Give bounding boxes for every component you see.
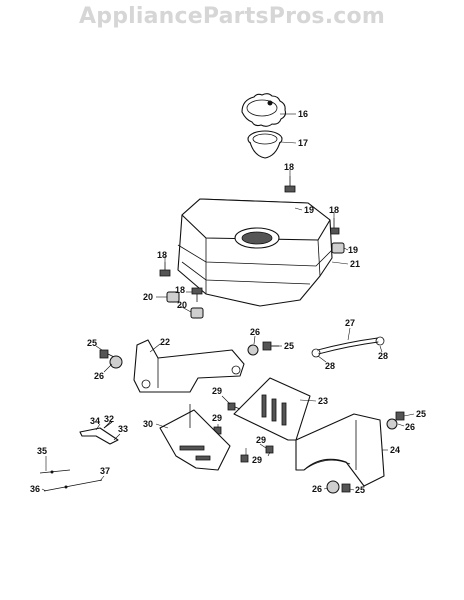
- callout-25: 25: [284, 341, 294, 351]
- bolt-part[interactable]: [341, 483, 351, 493]
- callout-26: 26: [250, 327, 260, 337]
- bolt-part[interactable]: [395, 411, 405, 421]
- callout-20: 20: [177, 300, 187, 310]
- callout-29: 29: [252, 455, 262, 465]
- muffler-guard-part[interactable]: [295, 413, 385, 487]
- callout-22: 22: [160, 337, 170, 347]
- callout-17: 17: [298, 138, 308, 148]
- leader-lines: [41, 113, 415, 492]
- callout-24: 24: [390, 445, 400, 455]
- callout-33: 33: [118, 424, 128, 434]
- callout-28: 28: [378, 351, 388, 361]
- callout-21: 21: [350, 259, 360, 269]
- callout-18: 18: [329, 205, 339, 215]
- site-watermark: AppliancePartsPros.com: [79, 4, 385, 29]
- callout-36: 36: [30, 484, 40, 494]
- hose-clamp-part[interactable]: [311, 348, 321, 358]
- callout-23: 23: [318, 396, 328, 406]
- washer-part[interactable]: [326, 480, 340, 494]
- hose-clamp-part[interactable]: [375, 336, 385, 346]
- mounting-plate-part[interactable]: [159, 404, 231, 471]
- callout-34: 34: [90, 416, 100, 426]
- callout-32: 32: [104, 414, 114, 424]
- screw-part[interactable]: [240, 454, 249, 463]
- bolt-part[interactable]: [159, 262, 171, 277]
- callout-29: 29: [212, 386, 222, 396]
- washer-part[interactable]: [247, 344, 259, 356]
- callout-19: 19: [348, 245, 358, 255]
- screw-part[interactable]: [265, 445, 274, 454]
- callout-16: 16: [298, 109, 308, 119]
- callout-28: 28: [325, 361, 335, 371]
- callout-26: 26: [312, 484, 322, 494]
- callout-26: 26: [94, 371, 104, 381]
- callout-25: 25: [416, 409, 426, 419]
- callout-26: 26: [405, 422, 415, 432]
- callout-18: 18: [284, 162, 294, 172]
- fuel-cap-part[interactable]: [241, 93, 287, 127]
- callout-35: 35: [37, 446, 47, 456]
- control-cable-part[interactable]: [43, 479, 103, 492]
- fuel-tank-part[interactable]: [177, 198, 333, 307]
- callout-20: 20: [143, 292, 153, 302]
- screw-part[interactable]: [227, 402, 241, 411]
- fuel-line-part[interactable]: [317, 337, 379, 355]
- callout-19: 19: [304, 205, 314, 215]
- callout-29: 29: [212, 413, 222, 423]
- callout-25: 25: [355, 485, 365, 495]
- bolt-part[interactable]: [284, 176, 296, 193]
- callout-29: 29: [256, 435, 266, 445]
- callout-30: 30: [143, 419, 153, 429]
- callout-labels: 16 17 18 19 18 19 21 18 20 18 20 22 25 2…: [30, 109, 426, 495]
- grommet-part[interactable]: [190, 307, 204, 319]
- callout-18: 18: [157, 250, 167, 260]
- callout-27: 27: [345, 318, 355, 328]
- control-cable-part[interactable]: [39, 469, 71, 474]
- tank-bracket-part[interactable]: [133, 339, 245, 393]
- callout-37: 37: [100, 466, 110, 476]
- callout-25: 25: [87, 338, 97, 348]
- callout-18: 18: [175, 285, 185, 295]
- washer-part[interactable]: [109, 355, 123, 369]
- grommet-part[interactable]: [331, 242, 345, 254]
- bolt-part[interactable]: [191, 287, 203, 302]
- washer-part[interactable]: [386, 418, 398, 430]
- heat-shield-part[interactable]: [233, 377, 311, 441]
- fuel-strainer-part[interactable]: [247, 130, 283, 159]
